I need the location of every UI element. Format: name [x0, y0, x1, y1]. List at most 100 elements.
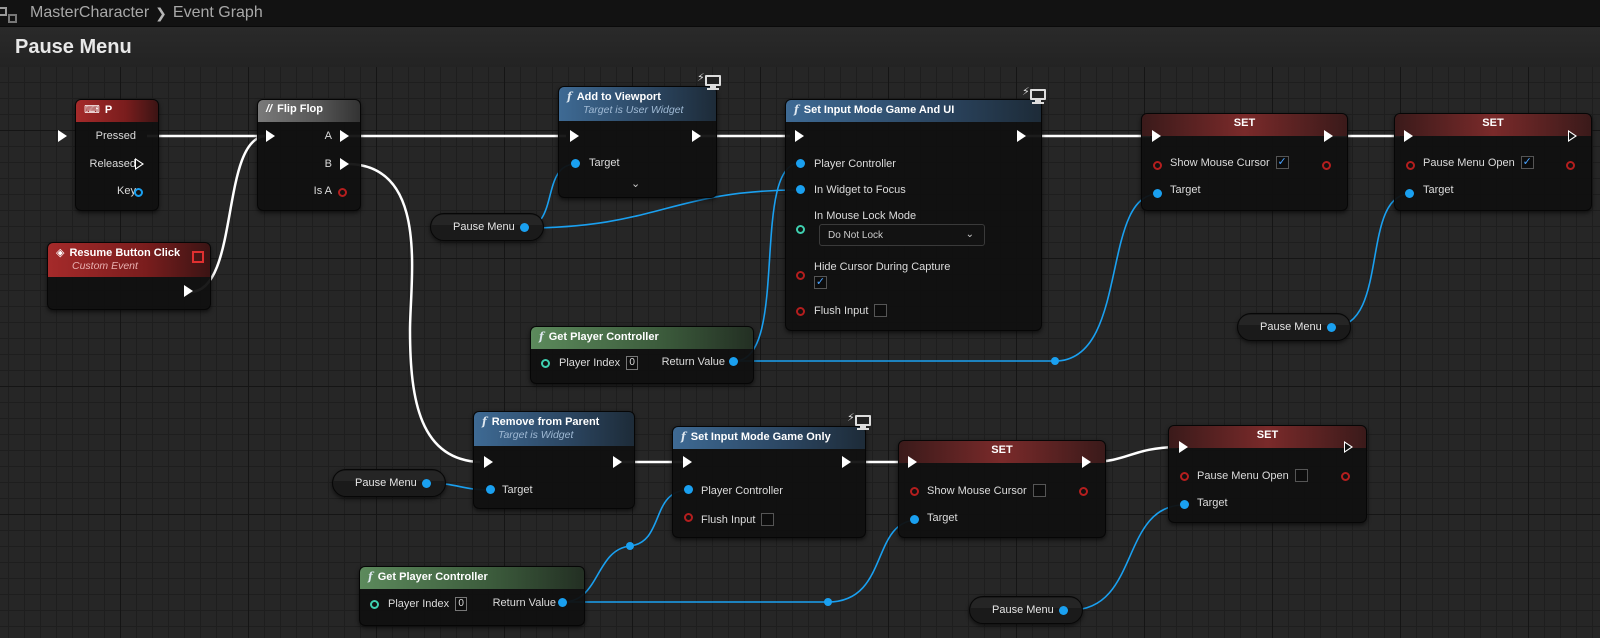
set-pause-exec-in-pin[interactable]	[1404, 130, 1413, 142]
delegate-pin[interactable]	[192, 251, 204, 263]
flipflop-a-pin[interactable]	[340, 130, 349, 142]
set-cursor-exec-out-pin[interactable]	[1324, 130, 1333, 142]
set-pause-target-pin[interactable]	[1180, 500, 1189, 509]
client-only-icon: ⚡	[1022, 86, 1048, 104]
key-output-pin[interactable]	[134, 188, 143, 197]
set-input-ui-exec-in-pin[interactable]	[795, 130, 804, 142]
pause-open-out-pin[interactable]	[1341, 472, 1350, 481]
mouse-lock-pin[interactable]	[796, 225, 805, 234]
show-cursor-in-pin[interactable]	[1153, 161, 1162, 170]
breadcrumb-blueprint[interactable]: MasterCharacter	[30, 4, 150, 21]
player-index-pin[interactable]	[541, 359, 550, 368]
key-p-event-node[interactable]: ⌨P Pressed Released Key	[58, 99, 159, 211]
node-title: Add to Viewport	[576, 91, 661, 103]
pause-open-in-pin[interactable]	[1406, 161, 1415, 170]
player-index-pin[interactable]	[370, 600, 379, 609]
chevron-down-icon: ⌄	[965, 229, 974, 240]
pause-menu-variable[interactable]: Pause Menu	[332, 469, 446, 497]
set-input-game-exec-out-pin[interactable]	[842, 456, 851, 468]
return-value-pin[interactable]	[729, 357, 738, 366]
set-pause-exec-out-pin[interactable]	[1344, 441, 1353, 453]
remove-parent-exec-in-pin[interactable]	[484, 456, 493, 468]
set-cursor-target-pin[interactable]	[910, 515, 919, 524]
flush-input-pin[interactable]	[684, 513, 693, 522]
remove-parent-exec-out-pin[interactable]	[613, 456, 622, 468]
node-title: Resume Button Click	[69, 247, 181, 259]
pause-menu-variable[interactable]: Pause Menu	[430, 213, 544, 241]
blueprint-icon	[0, 5, 18, 23]
set-pause-menu-open-node[interactable]: SET Pause Menu Open✓ Target	[1394, 113, 1592, 211]
player-controller-pin[interactable]	[796, 159, 805, 168]
show-cursor-checkbox[interactable]: ✓	[1275, 156, 1289, 169]
released-exec-pin[interactable]	[135, 158, 144, 170]
pause-open-checkbox[interactable]	[1294, 469, 1308, 482]
variable-output-pin[interactable]	[422, 479, 431, 488]
add-viewport-exec-in-pin[interactable]	[570, 130, 579, 142]
variable-output-pin[interactable]	[1059, 606, 1068, 615]
add-viewport-exec-out-pin[interactable]	[692, 130, 701, 142]
set-cursor-exec-out-pin[interactable]	[1082, 456, 1091, 468]
resume-button-click-node[interactable]: ◈Resume Button Click Custom Event	[47, 242, 211, 310]
node-title: Remove from Parent	[491, 416, 600, 428]
set-cursor-target-pin[interactable]	[1153, 189, 1162, 198]
show-cursor-out-pin[interactable]	[1322, 161, 1331, 170]
player-controller-pin[interactable]	[684, 485, 693, 494]
variable-output-pin[interactable]	[520, 223, 529, 232]
remove-parent-target-pin[interactable]	[486, 485, 495, 494]
set-input-game-exec-in-pin[interactable]	[683, 456, 692, 468]
flipflop-exec-in-pin[interactable]	[266, 130, 275, 142]
pause-menu-variable[interactable]: Pause Menu	[1237, 313, 1351, 341]
node-title: SET	[1482, 117, 1504, 129]
player-index-input[interactable]: 0	[626, 356, 639, 370]
flip-flop-icon: //	[266, 103, 273, 115]
client-only-icon: ⚡	[697, 72, 723, 90]
add-viewport-target-pin[interactable]	[571, 159, 580, 168]
breadcrumb-graph[interactable]: Event Graph	[172, 4, 263, 21]
player-index-input[interactable]: 0	[455, 597, 468, 611]
show-cursor-out-pin[interactable]	[1079, 487, 1088, 496]
flipflop-is-a-pin[interactable]	[338, 188, 347, 197]
pause-open-out-pin[interactable]	[1566, 161, 1575, 170]
pressed-exec-pin[interactable]	[58, 130, 67, 142]
widget-focus-pin[interactable]	[796, 185, 805, 194]
hide-cursor-checkbox[interactable]: ✓	[814, 276, 827, 289]
node-title: Get Player Controller	[548, 331, 659, 343]
set-pause-target-pin[interactable]	[1405, 189, 1414, 198]
resume-exec-out-pin[interactable]	[184, 285, 193, 297]
set-cursor-exec-in-pin[interactable]	[908, 456, 917, 468]
released-pin[interactable]: Released	[89, 158, 136, 170]
show-cursor-in-pin[interactable]	[910, 487, 919, 496]
variable-output-pin[interactable]	[1327, 323, 1336, 332]
set-input-ui-exec-out-pin[interactable]	[1017, 130, 1026, 142]
pressed-pin[interactable]: Pressed	[95, 130, 136, 142]
return-value-pin[interactable]	[558, 598, 567, 607]
flush-input-checkbox[interactable]	[874, 304, 888, 317]
set-show-mouse-cursor-node[interactable]: SET Show Mouse Cursor Target	[898, 440, 1106, 538]
set-cursor-exec-in-pin[interactable]	[1152, 130, 1161, 142]
flipflop-b-pin[interactable]	[340, 158, 349, 170]
flush-input-pin[interactable]	[796, 307, 805, 316]
node-title: SET	[1256, 429, 1279, 441]
node-title: P	[104, 104, 113, 116]
set-pause-exec-in-pin[interactable]	[1179, 441, 1188, 453]
pause-open-checkbox[interactable]: ✓	[1520, 156, 1534, 169]
expand-arrow-icon[interactable]: ⌄	[631, 178, 641, 190]
breadcrumb-bar: MasterCharacter ❯ Event Graph	[0, 0, 1600, 27]
pause-menu-variable[interactable]: Pause Menu	[969, 596, 1083, 624]
set-pause-menu-open-node[interactable]: SET Pause Menu Open Target	[1168, 425, 1367, 523]
set-pause-exec-out-pin[interactable]	[1568, 130, 1577, 142]
flush-input-checkbox[interactable]	[761, 513, 775, 526]
set-show-mouse-cursor-node[interactable]: SET Show Mouse Cursor✓ Target	[1141, 113, 1348, 211]
hide-cursor-pin[interactable]	[796, 271, 805, 280]
mouse-lock-mode-dropdown[interactable]: Do Not Lock⌄	[819, 224, 985, 246]
show-cursor-checkbox[interactable]	[1032, 484, 1046, 497]
key-pin[interactable]: Key	[117, 185, 136, 197]
pause-open-in-pin[interactable]	[1180, 472, 1189, 481]
graph-title: Pause Menu	[0, 27, 1600, 67]
